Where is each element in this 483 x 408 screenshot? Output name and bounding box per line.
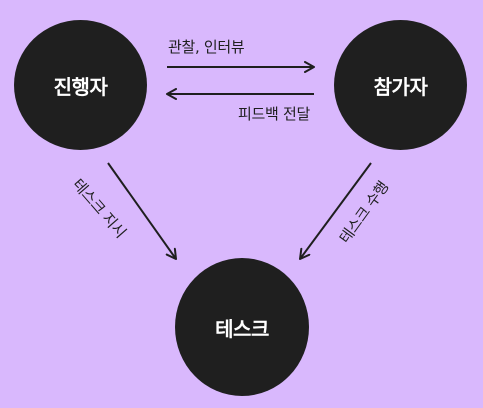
arrow-facilitator-to-task: [107, 162, 177, 260]
node-task-label: 테스크: [215, 316, 269, 341]
node-participant-label: 참가자: [373, 74, 428, 99]
arrow-participant-to-task: [299, 162, 372, 260]
node-task: 테스크: [175, 258, 309, 396]
edge-label-observe-interview: 관찰, 인터뷰: [168, 38, 245, 56]
edge-label-feedback: 피드백 전달: [238, 105, 310, 123]
node-participant: 참가자: [334, 20, 467, 150]
node-facilitator: 진행자: [14, 20, 147, 150]
node-facilitator-label: 진행자: [53, 74, 108, 99]
